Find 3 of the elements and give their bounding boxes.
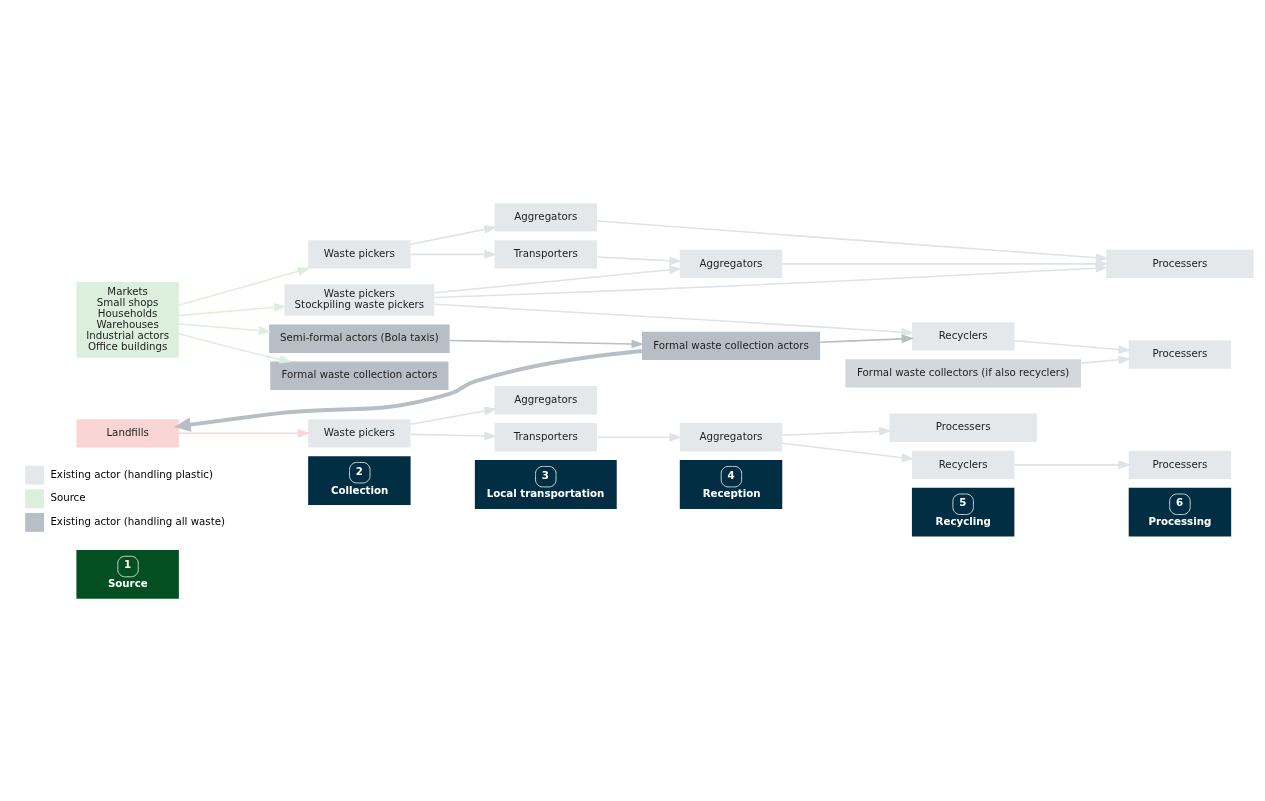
legend-label: Source — [50, 490, 86, 503]
legend-label: Existing actor (handling plastic) — [50, 467, 213, 480]
legend-label: Existing actor (handling all waste) — [50, 514, 225, 527]
